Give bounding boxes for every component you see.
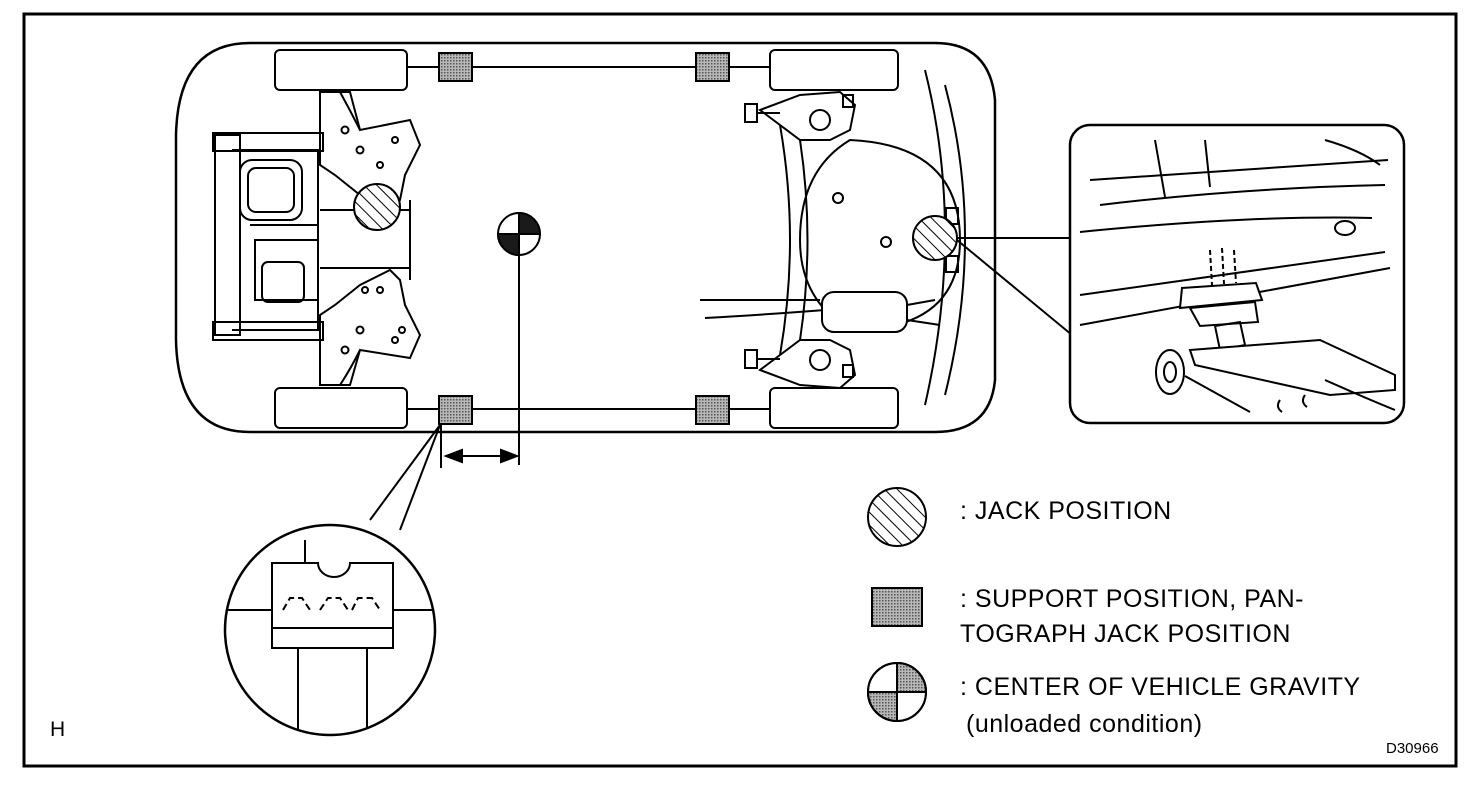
center-of-gravity-marker: [496, 211, 542, 465]
legend-support-label-line1: : SUPPORT POSITION, PAN-: [960, 585, 1305, 613]
wheel-rear-left: [769, 49, 899, 91]
support-position-front-left: [438, 52, 473, 82]
support-detail-leader: [369, 424, 441, 531]
legend-support-label-line2: TOGRAPH JACK POSITION: [960, 620, 1291, 648]
corner-letter: H: [50, 718, 66, 741]
jack-position-rear: [912, 215, 958, 261]
wheel-rear-right: [769, 387, 899, 429]
legend-support-symbol: [871, 587, 923, 627]
support-positions: [438, 52, 730, 425]
cog-distance-dimension: [440, 424, 520, 468]
wheel-front-right: [274, 387, 408, 429]
legend-gravity-label-line2: (unloaded condition): [966, 710, 1203, 738]
legend-gravity-symbol: [866, 661, 928, 723]
figure-code: D30966: [1386, 740, 1439, 757]
support-position-rear-left: [695, 52, 730, 82]
support-position-rear-right: [695, 395, 730, 425]
jack-position-front: [353, 183, 401, 231]
legend-jack-label: : JACK POSITION: [960, 497, 1172, 525]
legend-jack-symbol: [867, 487, 927, 547]
vehicle-underbody: [174, 41, 997, 434]
wheel-front-left: [274, 49, 408, 91]
legend-gravity-label-line1: : CENTER OF VEHICLE GRAVITY: [960, 673, 1361, 701]
jack-detail-inset: [1068, 123, 1406, 425]
jack-detail-leader: [956, 237, 1073, 336]
support-position-detail: [223, 523, 437, 737]
support-position-front-right: [438, 395, 473, 425]
